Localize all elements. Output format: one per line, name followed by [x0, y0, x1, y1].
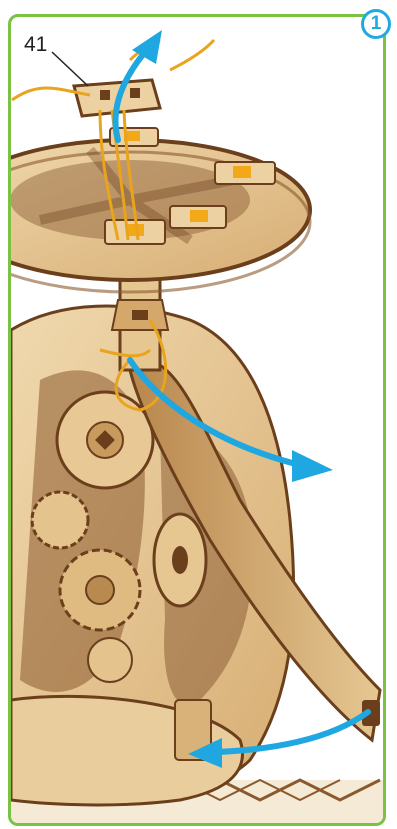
part-number-label: 41 [24, 34, 47, 56]
clip [215, 162, 275, 184]
gear-large [57, 392, 153, 488]
part-leader-line [52, 52, 88, 86]
step-number-badge: 1 [361, 9, 391, 39]
gear-medium [60, 550, 140, 630]
clip [170, 206, 226, 228]
side-disc [154, 514, 206, 606]
step-number-text: 1 [371, 13, 382, 34]
